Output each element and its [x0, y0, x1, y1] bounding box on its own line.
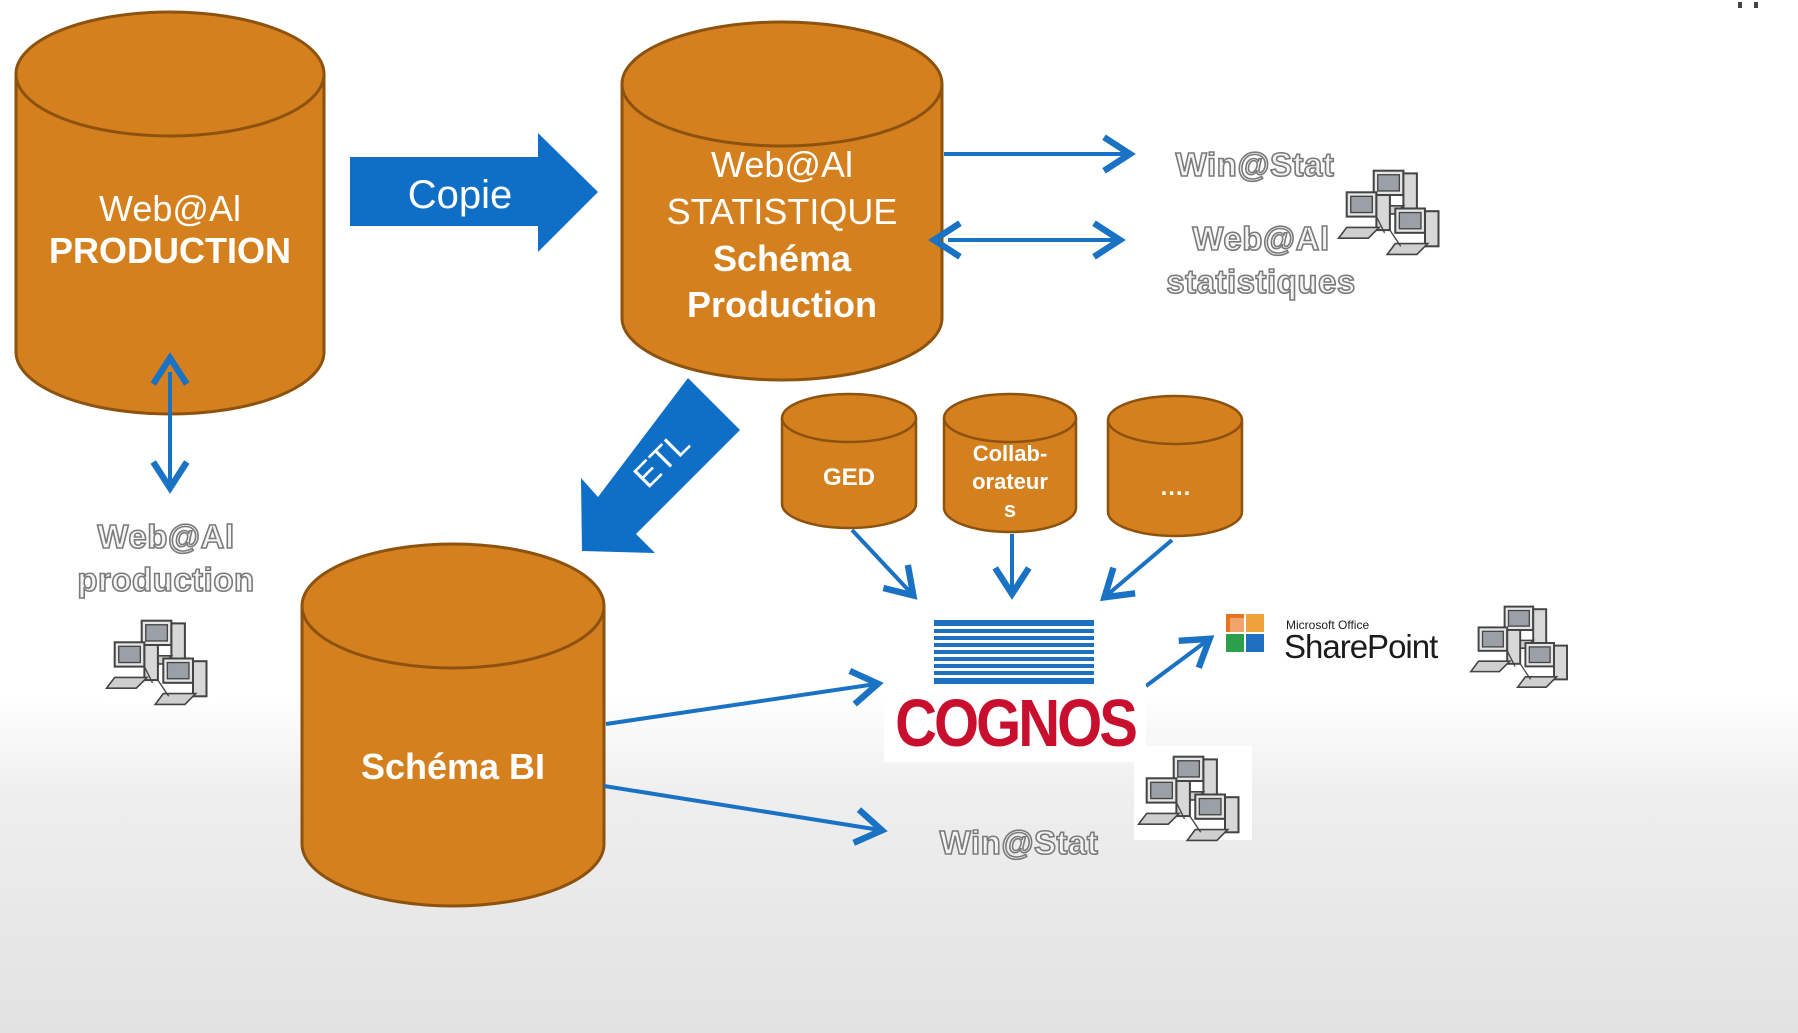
production-line1: Web@Al	[99, 188, 241, 229]
cylinder-collaborateurs	[942, 392, 1078, 534]
computers-icon-cognos	[1134, 746, 1252, 842]
arrow-bi-to-cognos	[605, 667, 884, 726]
office-logo-icon	[1226, 614, 1264, 652]
production-line2: PRODUCTION	[49, 230, 291, 272]
ms-office-label: Microsoft Office	[1286, 618, 1370, 632]
cylinder-production-label: Web@Al PRODUCTION	[16, 188, 324, 273]
computers-icon-top	[1337, 164, 1444, 256]
cylinder-statistique	[620, 20, 944, 382]
webal-statistiques-label: Web@Al statistiques	[1165, 219, 1356, 300]
webal-production-label: Web@Al production	[77, 517, 255, 598]
ibm-logo	[934, 620, 1094, 684]
corner-marks	[1738, 2, 1758, 8]
copie-label: Copie	[407, 173, 513, 217]
cylinder-other	[1106, 394, 1244, 538]
statistique-line4: Production	[687, 284, 877, 326]
arrow-cognos-to-sharepoint	[1144, 635, 1215, 688]
arrow-other-to-cognos	[1099, 538, 1174, 602]
cylinder-ged-label: GED	[822, 464, 875, 491]
cylinder-bi-label: Schéma BI	[360, 746, 546, 787]
statistique-line1: Web@Al	[711, 144, 853, 185]
computers-icon-sharepoint	[1464, 600, 1568, 689]
etl-block-arrow	[581, 378, 740, 553]
cylinder-other-label: ….	[1159, 474, 1191, 501]
statistique-line2: STATISTIQUE	[666, 190, 898, 232]
sharepoint-label: SharePoint	[1284, 628, 1438, 665]
statistique-line3: Schéma	[712, 237, 852, 279]
computers-icon-production	[102, 612, 219, 706]
cognos-logo: COGNOS	[895, 686, 1138, 761]
winstat-bottom-label: Win@Stat	[939, 823, 1099, 862]
arrow-ged-to-cognos	[850, 528, 918, 600]
winstat-top-label: Win@Stat	[1175, 145, 1335, 184]
cylinder-bi	[300, 542, 606, 908]
cylinder-statistique-label: Web@Al STATISTIQUE Schéma Production	[622, 142, 942, 329]
copie-block-arrow	[350, 133, 598, 252]
cylinder-ged	[780, 392, 918, 530]
cylinder-collaborateurs-label: Collab- orateur s	[972, 441, 1048, 523]
arrow-bi-to-winstat	[603, 784, 888, 846]
